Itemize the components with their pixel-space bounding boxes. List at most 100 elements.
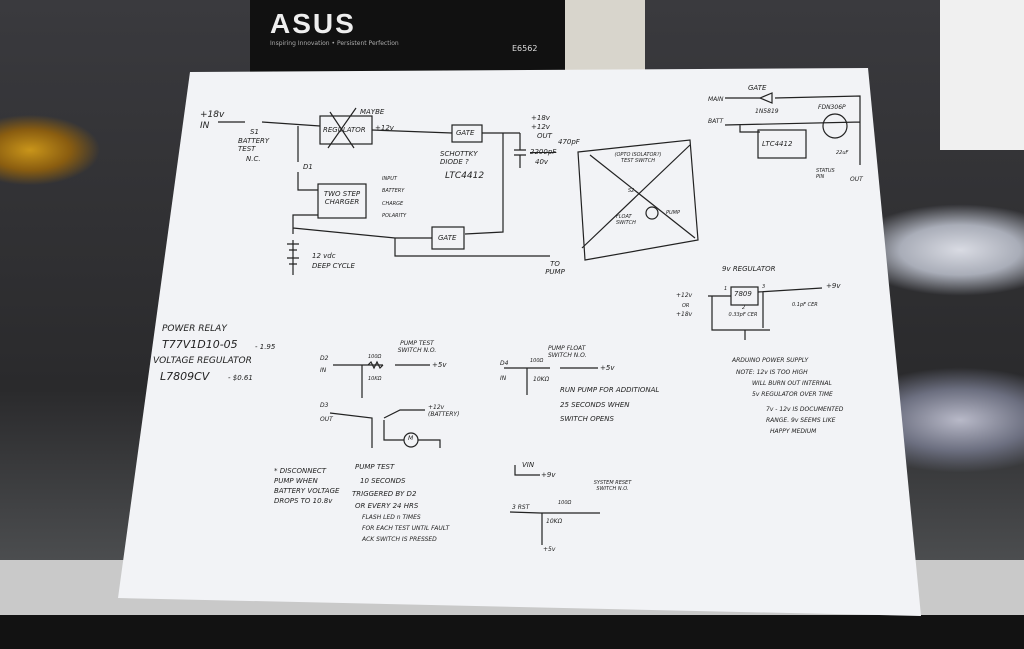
relay-price: - 1.95 <box>255 343 276 351</box>
disconnect-note-1: * DISCONNECT <box>274 467 327 475</box>
gate-out-label: OUT <box>850 176 863 183</box>
gate-diode-label: 1N5819 <box>755 108 779 115</box>
reset-r1: 100Ω <box>558 500 572 506</box>
gate-status-label: STATUS PIN <box>816 168 835 180</box>
pump-test-note-2: 10 SECONDS <box>360 477 406 485</box>
asus-logo: ASUS <box>270 8 356 39</box>
reg9-chip: 7809 <box>734 290 752 298</box>
float-note-2: 25 SECONDS WHEN <box>560 401 630 409</box>
pump-test-switch-title: PUMP TEST SWITCH N.O. <box>397 340 437 355</box>
pump-test-r2: 10KΩ <box>368 376 382 382</box>
arduino-note-6: RANGE. 9v SEEMS LIKE <box>766 417 836 424</box>
pump-test-note-6: FOR EACH TEST UNTIL FAULT <box>362 525 450 532</box>
reset-pin: 3 RST <box>512 504 530 511</box>
float-note-1: RUN PUMP FOR ADDITIONAL <box>560 386 660 394</box>
pump-test-pin: D2 <box>320 355 329 362</box>
battery-voltage: 12 vdc <box>312 252 336 260</box>
gate-cap-label: 22uF <box>836 150 849 156</box>
switch-type: N.C. <box>246 155 261 163</box>
relay-pin: D3 <box>320 402 329 409</box>
arduino-note-1: ARDUINO POWER SUPPLY <box>732 357 809 364</box>
pump-box-float: FLOAT SWITCH <box>616 214 636 226</box>
float-pin: D4 <box>500 360 509 367</box>
regulator-price: - $0.61 <box>228 374 253 382</box>
regulator-part: L7809CV <box>160 370 210 383</box>
ltc-label: LTC4412 <box>445 171 485 181</box>
capacitor-alt: 470pF <box>558 138 580 146</box>
relay-part: T77V1D10-05 <box>162 338 238 351</box>
reg9-in-2: +18v <box>676 311 693 318</box>
pump-test-note-7: ACK SWITCH IS PRESSED <box>362 536 437 543</box>
gate-circuit-title: GATE <box>748 84 767 92</box>
out-label: OUT <box>537 132 552 140</box>
reset-switch-title: SYSTEM RESET SWITCH N.O. <box>593 480 632 492</box>
gate-top-label: GATE <box>456 129 475 137</box>
relay-label: POWER RELAY <box>162 324 227 334</box>
reg9-in-or: OR <box>682 303 690 309</box>
pump-box-relay: S2 <box>628 188 635 194</box>
box-tagline: Inspiring Innovation • Persistent Perfec… <box>270 40 399 47</box>
disconnect-note-4: DROPS TO 10.8v <box>274 497 333 505</box>
motor-label: M <box>408 435 414 442</box>
float-r1: 100Ω <box>530 358 544 364</box>
regulator-label: REGULATOR <box>323 126 366 134</box>
regulator-note: MAYBE <box>360 108 385 116</box>
white-box <box>940 0 1024 150</box>
to-pump-label: TO PUMP <box>545 260 565 277</box>
out-voltage-2: +12v <box>531 123 550 131</box>
capacitor-value: 2200pF <box>530 148 557 156</box>
float-r2: 10KΩ <box>533 376 550 383</box>
reg9-title: 9v REGULATOR <box>722 265 776 273</box>
regulator-part-label: VOLTAGE REGULATOR <box>153 356 252 366</box>
box-model: E6562 <box>512 44 538 53</box>
reg9-pin-1: 1 <box>724 286 728 292</box>
schottky-note: SCHOTTKY DIODE ? <box>440 150 478 167</box>
float-pin-dir: IN <box>500 375 507 382</box>
reset-vcc: +5v <box>543 546 556 553</box>
reg9-pin-3: 3 <box>762 284 766 290</box>
disconnect-note-3: BATTERY VOLTAGE <box>274 487 340 495</box>
arduino-note-4: 5v REGULATOR OVER TIME <box>752 391 833 398</box>
arduino-note-3: WILL BURN OUT INTERNAL <box>752 380 832 387</box>
input-voltage-label: +18v IN <box>200 110 225 131</box>
float-note-3: SWITCH OPENS <box>560 415 614 423</box>
pump-test-note-1: PUMP TEST <box>355 463 395 471</box>
capacitor-voltage: 40v <box>535 158 549 166</box>
relay-pin-dir: OUT <box>320 416 333 423</box>
pump-test-note-5: FLASH LED n TIMES <box>362 514 421 521</box>
float-switch-title: PUMP FLOAT SWITCH N.O. <box>548 345 587 360</box>
arduino-note-2: NOTE: 12v IS TOO HIGH <box>736 369 808 376</box>
desk-edge <box>0 615 1024 649</box>
led-polarity: POLARITY <box>382 213 407 219</box>
led-charge: CHARGE <box>382 201 404 207</box>
reset-vin: VIN <box>522 461 535 469</box>
reg9-cap-out: 0.1pF CER <box>792 302 818 308</box>
gate-chip-label: LTC4412 <box>762 140 793 148</box>
pump-test-pin-dir: IN <box>320 367 327 374</box>
pump-box-pump: PUMP <box>666 210 681 216</box>
out-voltage-1: +18v <box>531 114 550 122</box>
pump-test-note-3: TRIGGERED BY D2 <box>352 490 417 498</box>
gate-mosfet-label: FDN306P <box>818 104 846 111</box>
led-input: INPUT <box>382 176 397 182</box>
reg9-in-1: +12v <box>676 292 693 299</box>
reg9-out: +9v <box>826 282 841 290</box>
relay-supply: +12v (BATTERY) <box>428 404 460 419</box>
diode-label: D1 <box>303 163 313 171</box>
arduino-note-7: HAPPY MEDIUM <box>770 428 817 435</box>
reset-vin-voltage: +9v <box>541 471 556 479</box>
gate-main-label: MAIN <box>708 96 724 103</box>
arduino-note-5: 7v - 12v IS DOCUMENTED <box>766 406 844 413</box>
gate-bottom-label: GATE <box>438 234 457 242</box>
reset-r2: 10KΩ <box>546 518 563 525</box>
reg9-cap-in: 0.33pF CER <box>728 312 758 318</box>
gate-batt-label: BATT <box>708 118 724 125</box>
disconnect-note-2: PUMP WHEN <box>274 477 318 485</box>
switch-label: S1 <box>250 128 259 136</box>
led-battery: BATTERY <box>382 188 405 194</box>
charger-label: TWO STEP CHARGER <box>323 190 361 207</box>
reg9-pin-2: 2 <box>742 305 746 311</box>
pump-box-note: (OPTO ISOLATOR?) TEST SWITCH <box>614 152 662 164</box>
regulator-output: +12v <box>375 124 394 132</box>
